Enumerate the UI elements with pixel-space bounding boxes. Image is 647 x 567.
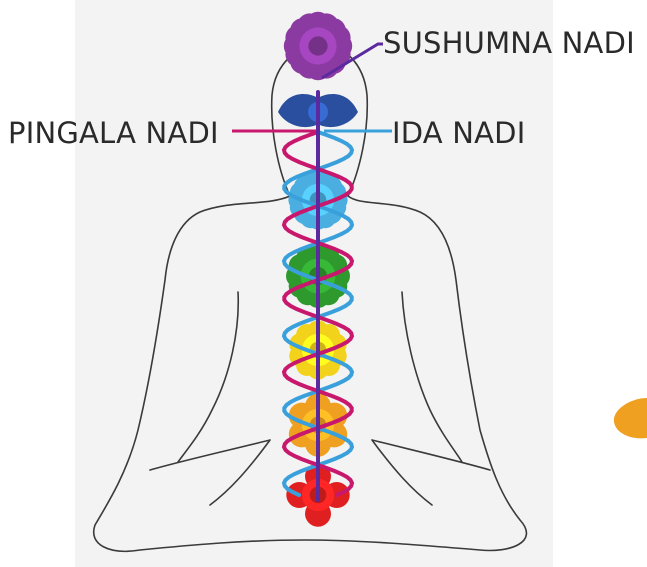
stray-orange-shape (614, 398, 647, 438)
sushumna-nadi-label: SUSHUMNA NADI (383, 29, 635, 58)
pingala-nadi-label: PINGALA NADI (8, 119, 219, 148)
ida-nadi-label: IDA NADI (392, 119, 525, 148)
chakra-crown-icon (284, 12, 352, 80)
